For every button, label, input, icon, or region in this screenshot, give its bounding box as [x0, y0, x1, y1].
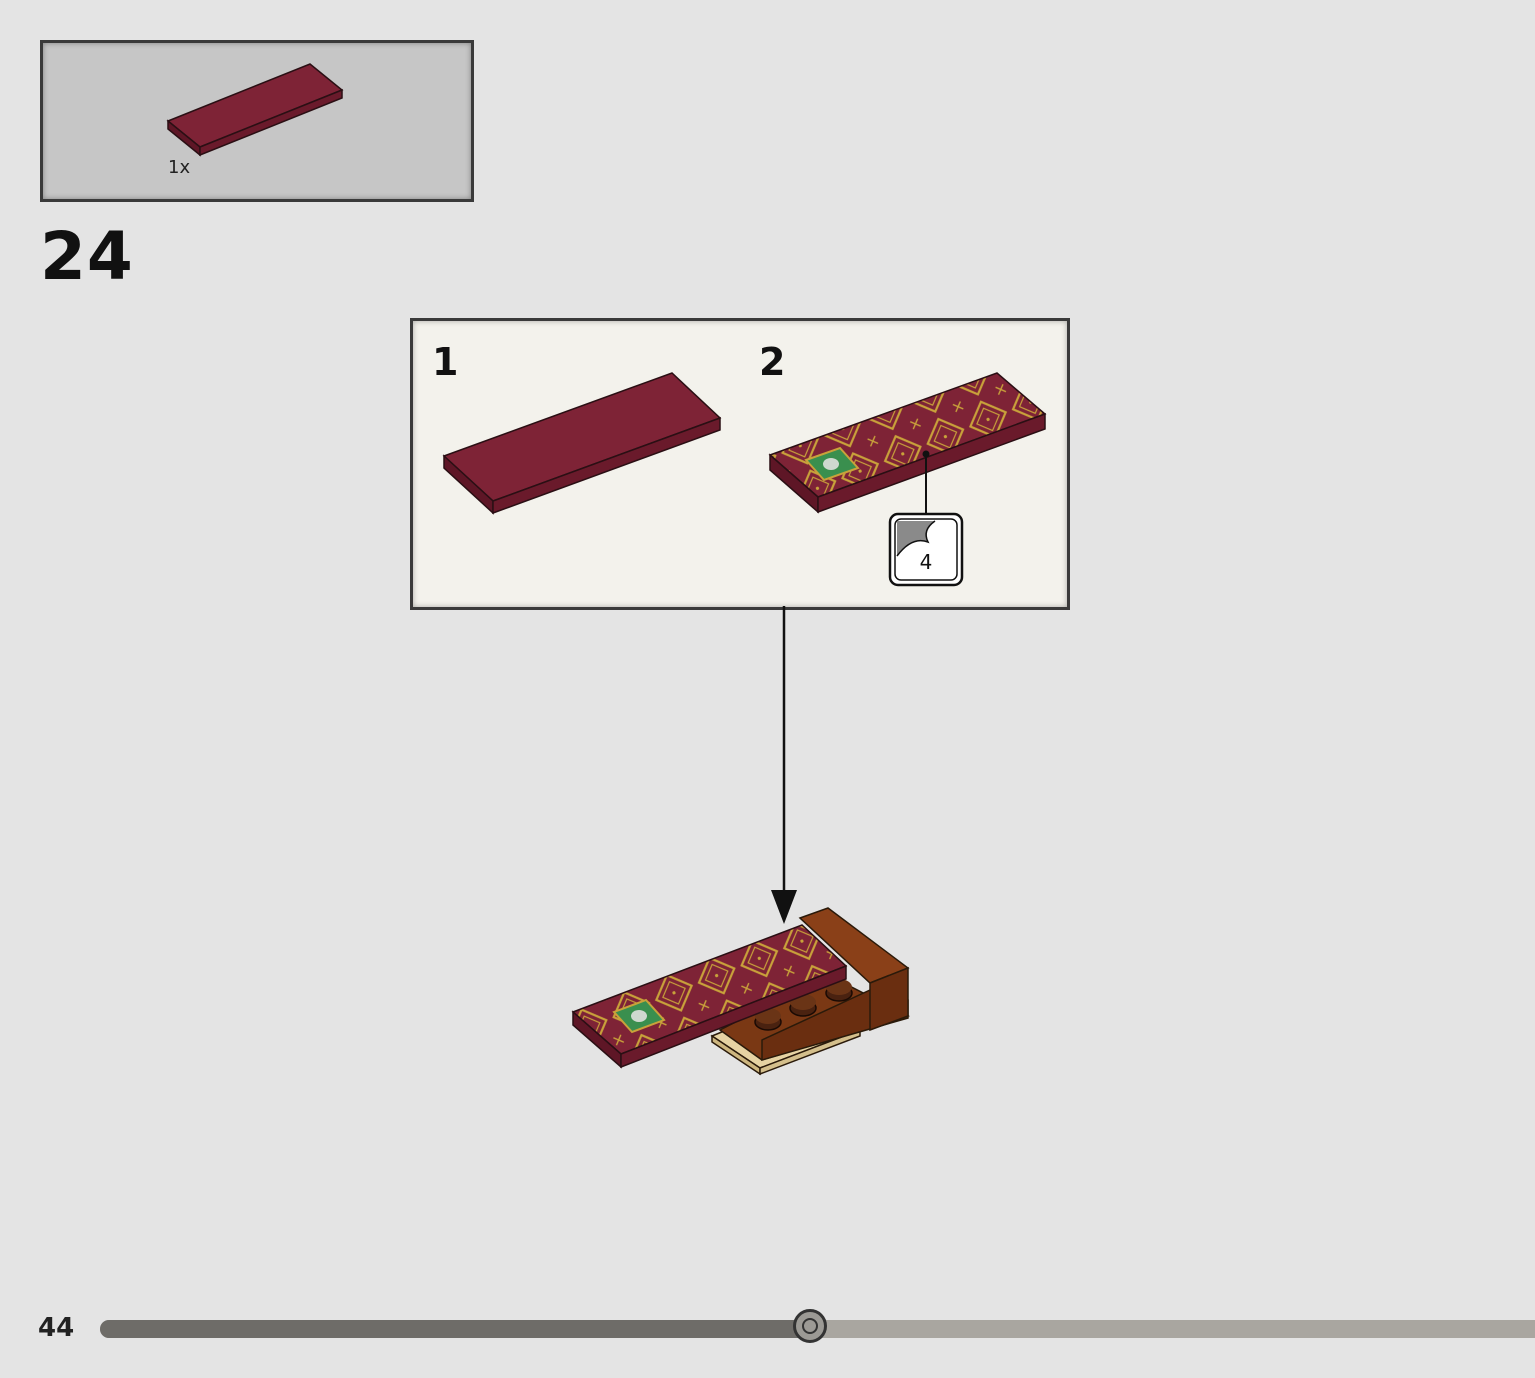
sticker-sheet-icon: [888, 512, 964, 587]
placement-arrow: [771, 606, 797, 924]
main-model: [571, 907, 910, 1076]
sticker-pointer: [922, 450, 930, 515]
progress-slider-handle[interactable]: [793, 1309, 828, 1343]
subassembly-tile-stickered: [768, 372, 1047, 514]
subassembly-tile-plain: [442, 372, 722, 515]
step-number: 24: [40, 218, 134, 295]
sub-step-2-number: 2: [759, 340, 786, 384]
parts-tile-dark-red: [166, 63, 344, 157]
sub-step-1-number: 1: [432, 340, 459, 384]
sticker-sheet-number: 4: [919, 550, 933, 574]
parts-quantity: 1x: [168, 157, 191, 178]
page-number: 44: [38, 1313, 75, 1343]
progress-bar-fill: [100, 1320, 811, 1338]
